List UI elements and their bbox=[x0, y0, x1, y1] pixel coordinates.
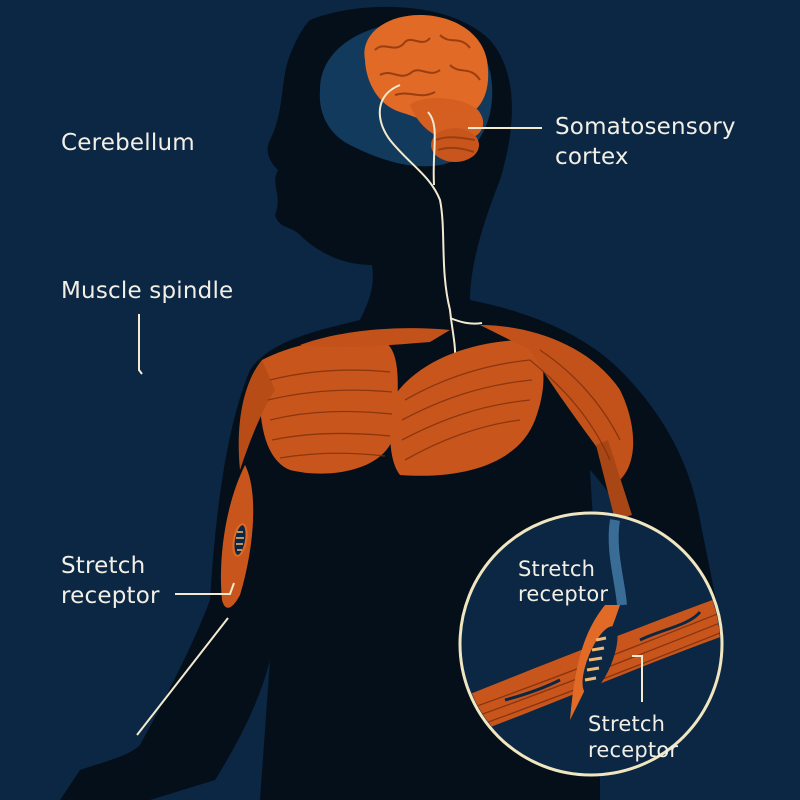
label-arm-stretch-line1: Stretch bbox=[61, 553, 146, 579]
arm-biceps bbox=[220, 465, 254, 608]
arm-spindle-icon bbox=[232, 523, 248, 557]
inset-leader-line bbox=[632, 655, 643, 702]
inset-magnifier bbox=[458, 511, 724, 777]
label-arm-stretch-line2: receptor bbox=[61, 583, 160, 609]
nerve-pathway bbox=[378, 84, 542, 361]
label-somatosensory-line1: Somatosensory bbox=[555, 114, 736, 140]
label-muscle-spindle: Muscle spindle bbox=[61, 278, 234, 304]
cerebellum-shape bbox=[431, 128, 479, 162]
muscle-spindle-leader-line bbox=[138, 314, 143, 375]
label-inset-bottom-line1: Stretch bbox=[588, 712, 666, 736]
label-inset-top-line1: Stretch bbox=[518, 557, 596, 581]
chest-muscles bbox=[238, 325, 634, 520]
label-inset-top-line2: receptor bbox=[518, 582, 609, 606]
arm-nerve bbox=[136, 617, 229, 736]
label-somatosensory-line2: cortex bbox=[555, 144, 629, 170]
arm-stretch-leader-line bbox=[175, 582, 235, 595]
brain-icon bbox=[364, 15, 489, 162]
label-inset-bottom-line2: receptor bbox=[588, 738, 679, 762]
inset-nerve-bundle bbox=[608, 519, 627, 606]
label-cerebellum: Cerebellum bbox=[61, 130, 195, 156]
